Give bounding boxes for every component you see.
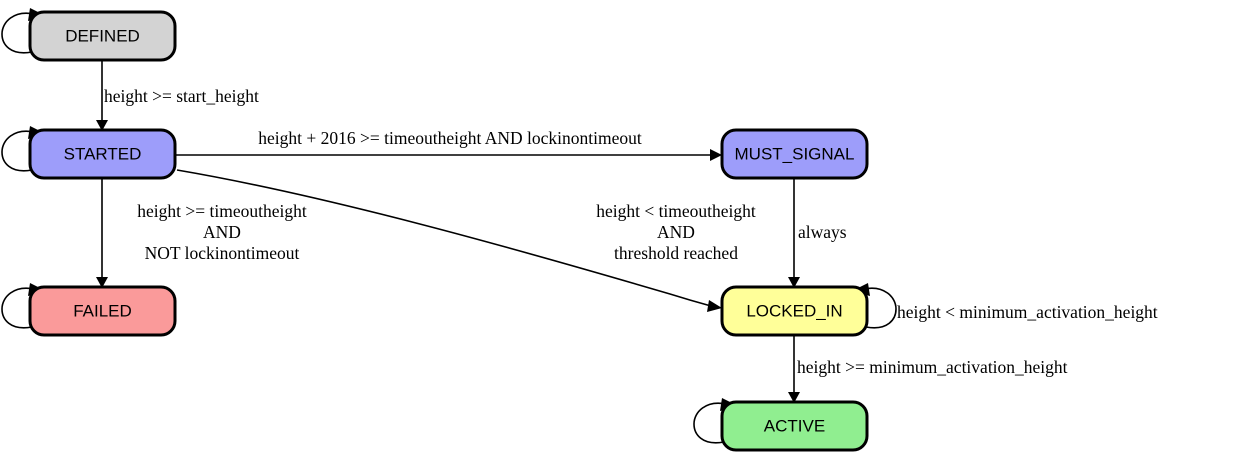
edge-label-started-to-failed: height >= timeoutheight AND NOT lockinon… (137, 201, 307, 263)
edge-started-to-locked-in-arrowhead (707, 300, 722, 312)
edge-label-locked-in-to-active: height >= minimum_activation_height (797, 357, 1068, 377)
edge-label-started-to-failed-line-2: AND (203, 222, 241, 242)
edge-label-started-to-locked-in-line-2: AND (657, 222, 695, 242)
state-node-started-label: STARTED (64, 144, 142, 163)
state-node-must-signal[interactable]: MUST_SIGNAL (720, 128, 869, 180)
edge-started-to-failed-arrowhead (96, 277, 108, 288)
state-node-failed-label: FAILED (73, 301, 132, 320)
defined-self-loop-path (1, 12, 35, 54)
edge-started-to-locked-in-path (176, 169, 712, 307)
edge-label-started-to-locked-in-line-3: threshold reached (614, 243, 738, 263)
edge-label-must-signal-to-locked-in: always (798, 222, 847, 242)
state-node-active-shape (720, 400, 869, 452)
edge-started-to-locked-in[interactable] (176, 169, 722, 312)
state-node-defined-shape (28, 10, 177, 62)
active-self-loop-path (693, 402, 727, 444)
edge-started-to-failed[interactable] (96, 179, 108, 288)
state-node-started[interactable]: STARTED (28, 128, 177, 180)
state-node-active-label: ACTIVE (764, 416, 825, 435)
state-node-defined-label: DEFINED (65, 26, 140, 45)
edge-label-started-to-locked-in-line-1: height < timeoutheight (596, 201, 756, 221)
edge-label-started-to-failed-line-1: height >= timeoutheight (137, 201, 307, 221)
state-node-must-signal-shape (720, 128, 869, 180)
state-node-failed[interactable]: FAILED (28, 285, 177, 337)
state-node-started-shape (28, 128, 177, 180)
state-node-locked-in[interactable]: LOCKED_IN (720, 285, 869, 337)
edge-started-to-must-signal[interactable] (176, 149, 722, 161)
state-node-defined[interactable]: DEFINED (28, 10, 177, 62)
locked-in-self-loop-path (863, 287, 897, 329)
edge-must-signal-to-locked-in[interactable] (788, 179, 800, 288)
edge-defined-to-started-arrowhead (96, 120, 108, 131)
failed-self-loop-path (1, 287, 35, 329)
edge-label-defined-to-started: height >= start_height (104, 86, 259, 106)
started-self-loop-path (1, 130, 35, 172)
edge-started-to-must-signal-arrowhead (710, 149, 722, 161)
state-node-must-signal-label: MUST_SIGNAL (735, 144, 855, 163)
state-node-failed-shape (28, 285, 177, 337)
edge-label-started-to-must-signal: height + 2016 >= timeoutheight AND locki… (258, 128, 642, 148)
edge-must-signal-to-locked-in-arrowhead (788, 277, 800, 288)
edge-label-started-to-locked-in: height < timeoutheight AND threshold rea… (596, 201, 756, 263)
edge-label-started-to-failed-line-3: NOT lockinontimeout (145, 243, 300, 263)
edge-locked-in-to-active-arrowhead (788, 392, 800, 403)
state-node-active[interactable]: ACTIVE (720, 400, 869, 452)
edge-defined-to-started[interactable] (96, 61, 108, 131)
state-node-locked-in-label: LOCKED_IN (746, 301, 842, 320)
state-node-locked-in-shape (720, 285, 869, 337)
edge-label-locked-in-self-loop: height < minimum_activation_height (897, 302, 1158, 322)
edge-locked-in-to-active[interactable] (788, 336, 800, 403)
